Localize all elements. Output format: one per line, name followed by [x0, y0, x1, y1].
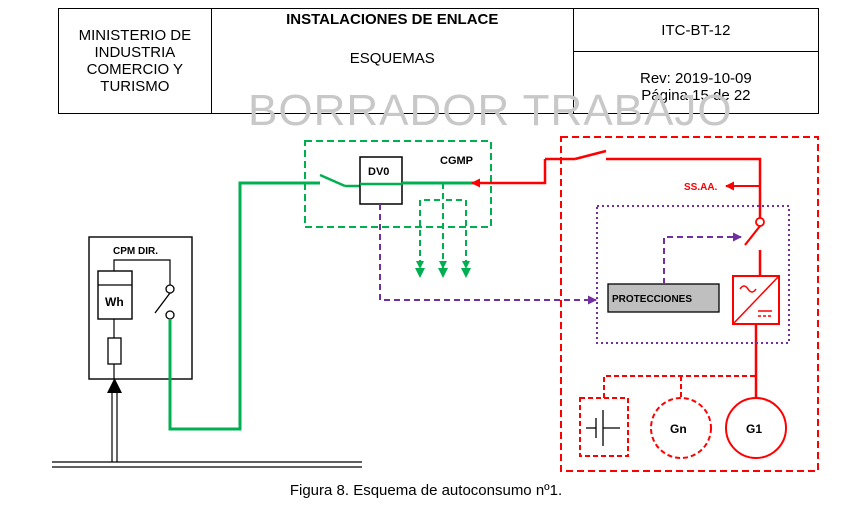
- document-subtitle: ESQUEMAS: [349, 50, 435, 67]
- network-busbar: [52, 461, 362, 468]
- revision-date: Rev: 2019-10-09: [640, 69, 752, 87]
- dv0-box: [359, 156, 403, 205]
- cgmp-box: [304, 140, 492, 228]
- protection-switch-top: [755, 217, 765, 227]
- green-feeder-line: [168, 173, 346, 431]
- generator-g1: [725, 397, 787, 459]
- document-code: ITC-BT-12: [661, 21, 731, 39]
- circuit-arrow: [442, 183, 470, 269]
- gn-label: Gn: [670, 422, 687, 436]
- page-number: Página 15 de 22: [641, 86, 751, 104]
- inverter: [732, 275, 780, 398]
- generation-switch-blade: [574, 149, 607, 161]
- title-cell: INSTALACIONES DE ENLACE ESQUEMAS: [210, 8, 574, 114]
- cpm-switch-blade: [154, 292, 171, 314]
- red-generation-line: SS.AA.: [471, 149, 765, 276]
- revision-cell: Rev: 2019-10-09 Página 15 de 22: [572, 51, 820, 114]
- organization-line: INDUSTRIA: [94, 44, 176, 61]
- protection-switch-blade: [744, 225, 761, 246]
- cpm-box: CPM DIR. Wh: [88, 236, 193, 380]
- protecciones-label: PROTECCIONES: [612, 294, 692, 305]
- cpm-switch-bottom: [165, 310, 175, 320]
- organization-line: MINISTERIO DE: [78, 27, 192, 44]
- purple-signal-lines: [379, 204, 742, 305]
- g1-label: G1: [746, 422, 762, 436]
- network-connection: [107, 378, 122, 462]
- protecciones-box: [607, 283, 720, 313]
- cpm-switch-top: [165, 284, 175, 294]
- cgmp-label: CGMP: [440, 155, 473, 167]
- circuit-arrow: [416, 183, 444, 269]
- figure-caption: Figura 8. Esquema de autoconsumo nº1.: [289, 482, 563, 499]
- code-cell: ITC-BT-12: [572, 8, 820, 52]
- document-title: INSTALACIONES DE ENLACE: [286, 11, 499, 28]
- generator-branch: Gn G1: [579, 375, 787, 459]
- ac-symbol: [739, 285, 757, 293]
- main-switch-blade: [319, 173, 346, 188]
- outgoing-circuits: [415, 183, 471, 278]
- generator-gn: [650, 397, 712, 459]
- header-table: MINISTERIO DE INDUSTRIA COMERCIO Y TURIS…: [58, 8, 820, 114]
- meter-label: Wh: [105, 295, 124, 309]
- dv0-label: DV0: [368, 166, 389, 178]
- organization-line: COMERCIO Y: [86, 61, 184, 78]
- ssaa-label: SS.AA.: [684, 182, 718, 193]
- cpm-label: CPM DIR.: [113, 246, 158, 257]
- meter-box: [97, 270, 133, 320]
- battery-box: [579, 397, 629, 457]
- fuse: [107, 337, 122, 365]
- organization-cell: MINISTERIO DE INDUSTRIA COMERCIO Y TURIS…: [58, 8, 212, 114]
- protection-zone: [596, 205, 790, 344]
- generation-box: [560, 136, 819, 472]
- feed-arrow: [107, 378, 122, 393]
- organization-line: TURISMO: [100, 78, 170, 95]
